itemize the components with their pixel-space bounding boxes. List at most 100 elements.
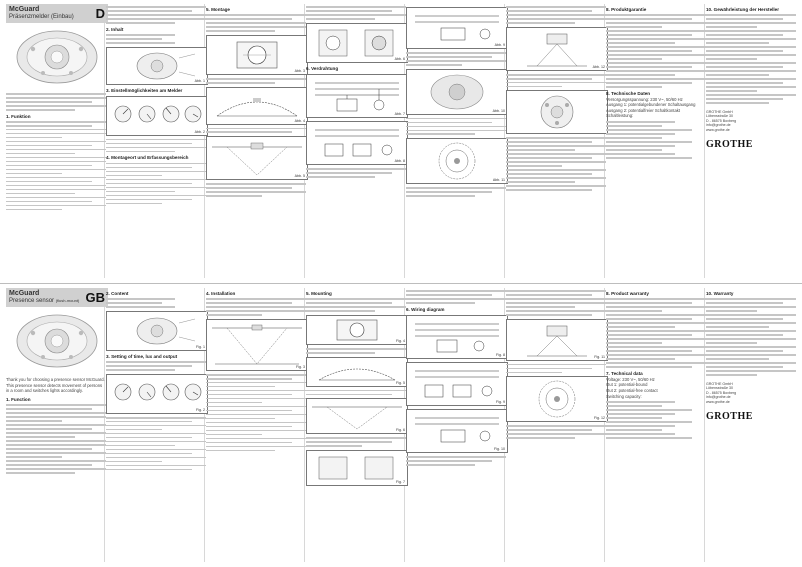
figure-wiring-3: Fig. 10	[406, 408, 508, 453]
product-name: Präsenzmelder (Einbau)	[9, 14, 74, 20]
de-column-1: McGuard Präsenzmelder (Einbau) D 1. Funk…	[6, 4, 108, 280]
figure-wiring-1: Abb. 7	[306, 73, 408, 118]
figure-label: Abb. 3	[294, 68, 305, 73]
figure-label: Abb. 12	[592, 64, 605, 69]
figure-label: Fig. 9	[496, 399, 505, 404]
figure-label: Fig. 11	[594, 354, 605, 359]
figure-wiring-2: Fig. 9	[406, 361, 508, 406]
gb-column-2: 2. Content Fig. 1 3. Setting of time, lu…	[106, 288, 208, 564]
address-line: D - 86575 Boxberg	[706, 390, 737, 395]
product-image	[13, 27, 101, 87]
figure-mounting-1: Fig. 4	[306, 314, 408, 345]
figure-switching-lights: Abb. 12	[506, 26, 608, 71]
figure-label: Fig. 8	[496, 352, 505, 357]
section-heading: 5. Montage	[206, 7, 230, 12]
tech-line: Voltage: 230 V~, 50/60 Hz	[606, 376, 655, 382]
section-heading: 10. Warranty	[706, 291, 734, 296]
brand-name: McGuard	[9, 290, 40, 297]
figure-label: Fig. 2	[196, 407, 205, 412]
figure-label: Abb. 1	[194, 78, 205, 83]
figure-label: Abb. 4	[294, 118, 305, 123]
page-divider	[0, 283, 802, 284]
figure-mounting-3: Fig. 6	[306, 398, 408, 435]
intro-line: This presence sensor detects movement of…	[6, 382, 103, 388]
figure-mounting-side: Abb. 5	[206, 136, 308, 181]
gb-column-1: McGuard Presence sensor (flush-mount) GB…	[6, 288, 108, 564]
de-header: McGuard Präsenzmelder (Einbau) D	[6, 4, 108, 23]
figure-wiring-2: Abb. 8	[306, 120, 408, 165]
section-heading: 1. Funktion	[6, 113, 31, 119]
section-heading: 8. Technische Daten	[606, 90, 651, 96]
section-heading: 1. Function	[6, 396, 31, 402]
figure-setting-dials: Abb. 2	[106, 95, 208, 136]
section-heading: 2. Content	[106, 291, 129, 296]
intro-line: in a room and switches lights accordingl…	[6, 388, 83, 394]
de-column-6: Abb. 12	[506, 4, 608, 280]
gb-column-6: Fig. 11 Fig. 12	[506, 288, 608, 564]
address-line: GROTHE GmbH	[706, 381, 733, 386]
gb-column-8: 10. Warranty GROTHE GmbH Löbensstraße 30…	[706, 288, 798, 564]
section-heading: 8. Produktgarantie	[606, 7, 647, 12]
section-heading: 3. Einstellmöglichkeiten am Melder	[106, 87, 183, 93]
figure-sensor-parts: Abb. 1	[106, 46, 208, 85]
figure-label: Abb. 8	[394, 158, 405, 163]
language-code: D	[95, 6, 105, 21]
tech-line: Out 1: potential-bound	[606, 382, 648, 388]
figure-label: Fig. 12	[594, 416, 605, 421]
language-code: GB	[85, 290, 106, 305]
address-line: info@grothe.de	[706, 395, 731, 400]
gb-column-4: 5. Mounting Fig. 4 Fig. 5 Fig. 6 Fig. 7	[306, 288, 408, 564]
product-image	[13, 311, 101, 371]
figure-label: Abb. 10	[492, 108, 505, 113]
gb-header: McGuard Presence sensor (flush-mount) GB	[6, 288, 108, 307]
de-column-3: 5. Montage Abb. 3 Abb. 4 Abb. 5	[206, 4, 308, 280]
section-heading: 8. Product warranty	[606, 291, 649, 296]
figure-wiring-3: Abb. 9	[406, 7, 508, 49]
section-heading: 10. Gewährleistung der Hersteller	[706, 7, 780, 12]
address-line: GROTHE GmbH	[706, 109, 733, 114]
figure-sensor-parts: Fig. 1	[106, 310, 208, 351]
figure-label: Abb. 5	[294, 174, 305, 179]
figure-label: Fig. 4	[396, 338, 405, 343]
tech-line: Ausgang 1: potentialgebundener Schaltaus…	[606, 102, 696, 108]
tech-line: Versorgungsspannung: 230 V~, 50/60 Hz	[606, 96, 683, 102]
figure-label: Fig. 3	[296, 364, 305, 369]
figure-label: Fig. 10	[494, 446, 505, 451]
gb-column-3: 4. Installation Fig. 3	[206, 288, 308, 564]
figure-label: Fig. 6	[396, 428, 405, 433]
section-heading: 5. Mounting	[306, 291, 332, 296]
section-heading: 6. Wiring diagram	[406, 306, 445, 312]
address-line: info@grothe.de	[706, 123, 731, 128]
manual-page-english: McGuard Presence sensor (flush-mount) GB…	[0, 284, 802, 567]
address-line: D - 86575 Boxberg	[706, 118, 737, 123]
de-column-8: 10. Gewährleistung der Hersteller GROTHE…	[706, 4, 798, 280]
figure-label: Abb. 7	[394, 111, 405, 116]
figure-detection-zones: Abb. 11	[406, 138, 508, 185]
figure-detection-range: Abb. 4	[206, 86, 308, 125]
tech-line: Ausgang 2: potentialfreier Schaltkontakt	[606, 107, 681, 113]
figure-wiring-1: Fig. 8	[406, 314, 508, 359]
figure-ceiling-cutout: Abb. 3	[206, 34, 308, 75]
figure-label: Abb. 2	[194, 129, 205, 134]
gb-column-5: 6. Wiring diagram Fig. 8 Fig. 9 Fig. 10	[406, 288, 508, 564]
address-line: www.grothe.de	[706, 128, 730, 133]
tech-line: Switching capacity:	[606, 393, 642, 399]
de-column-2: 2. Inhalt Abb. 1 3. Einstellmöglichkeite…	[106, 4, 208, 280]
manual-page-german: McGuard Präsenzmelder (Einbau) D 1. Funk…	[0, 0, 802, 283]
section-heading: 6. Verdrahtung	[306, 65, 339, 71]
figure-sensor-photo: Abb. 10	[406, 68, 508, 115]
section-heading: 4. Installation	[206, 291, 236, 296]
figure-label: Abb. 6	[394, 56, 405, 61]
figure-adjustment-knobs	[506, 90, 608, 135]
address-line: Löbensstraße 30	[706, 386, 733, 391]
product-subtitle: (flush-mount)	[55, 298, 80, 303]
de-column-5: Abb. 9 Abb. 10 Abb. 11	[406, 4, 508, 280]
figure-install-steps: Abb. 6	[306, 22, 408, 63]
figure-mounting-4: Fig. 7	[306, 449, 408, 486]
tech-line: Out 2: potential-free contact	[606, 387, 658, 393]
figure-label: Fig. 5	[396, 380, 405, 385]
figure-label: Abb. 9	[494, 43, 505, 47]
de-column-4: Abb. 6 6. Verdrahtung Abb. 7 Abb. 8	[306, 4, 408, 280]
figure-label: Fig. 1	[196, 344, 205, 349]
section-heading: 2. Inhalt	[106, 26, 124, 32]
